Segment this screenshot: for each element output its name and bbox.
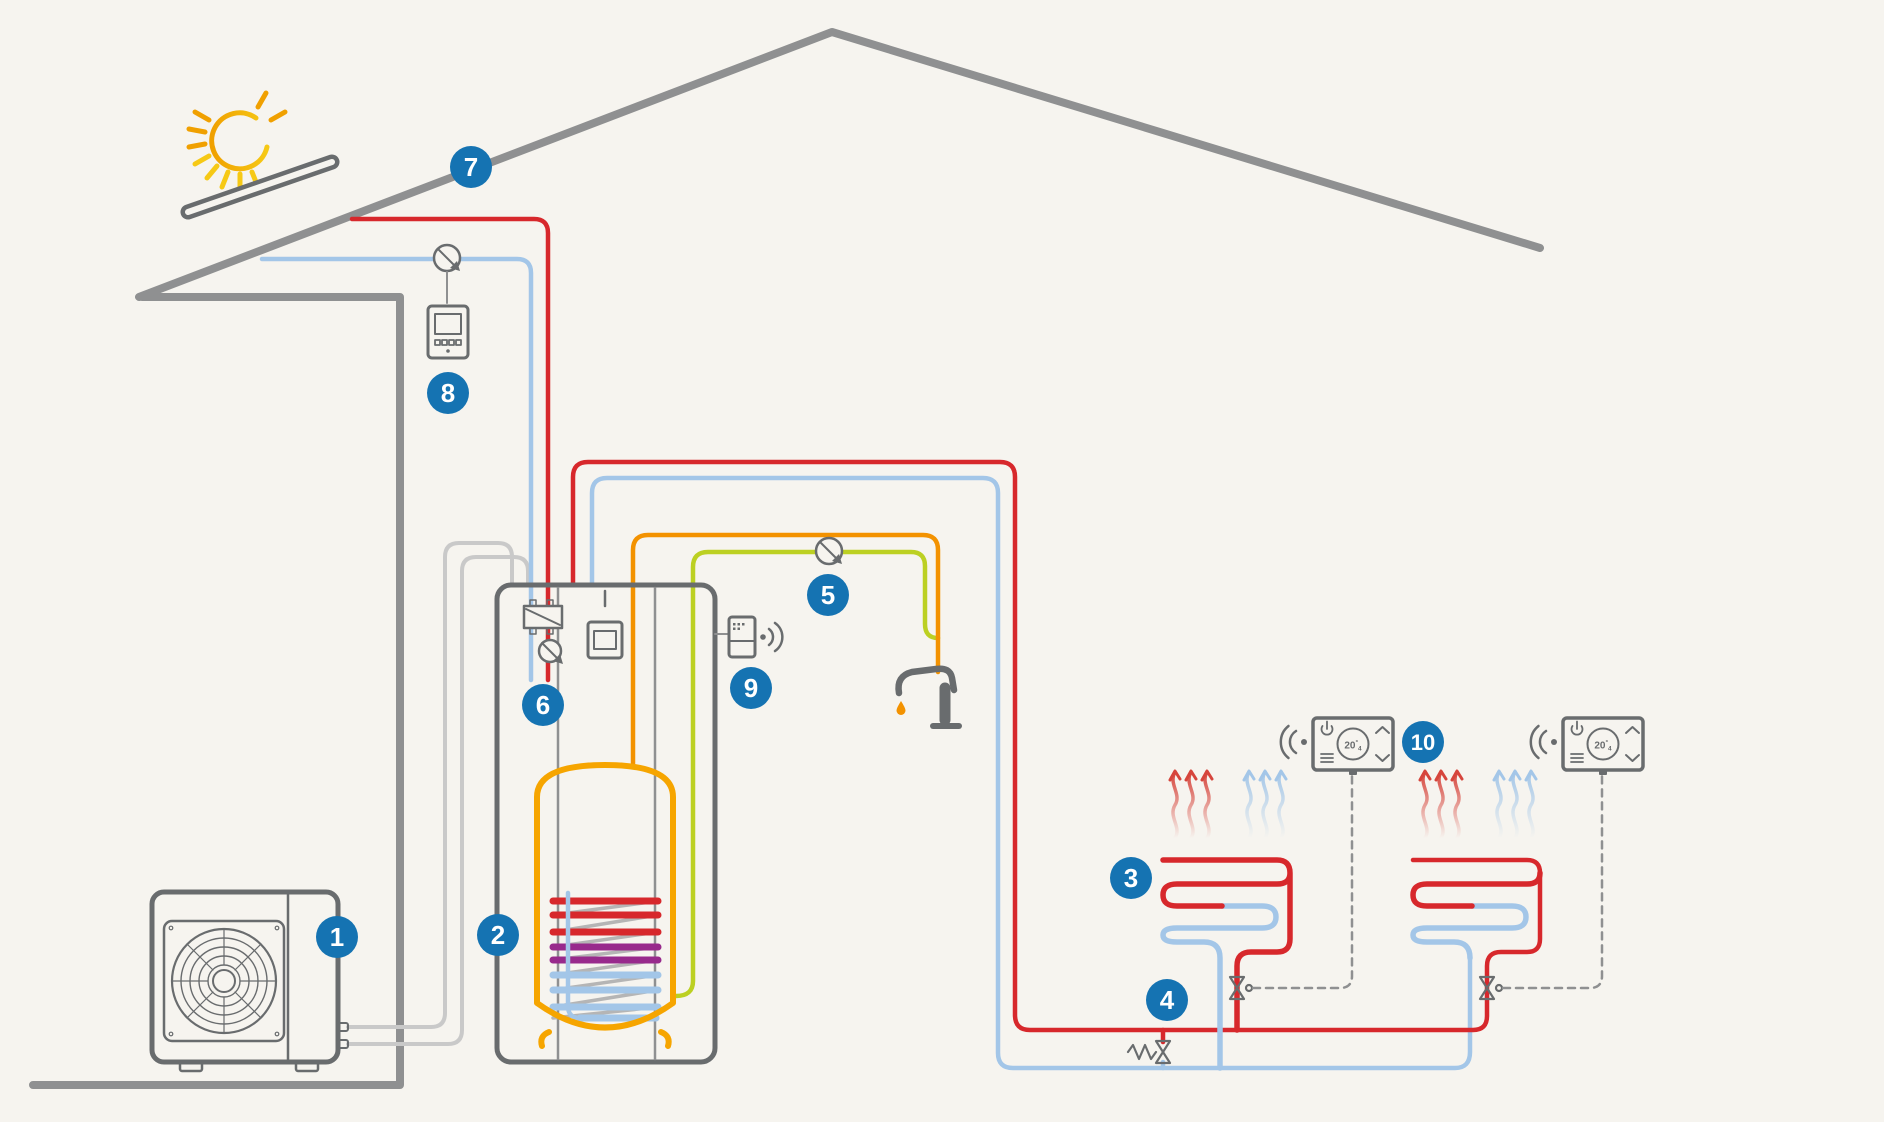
controller-screen xyxy=(434,313,462,335)
roof-line xyxy=(135,28,1544,301)
refrigerant-pipes xyxy=(346,541,530,1046)
unit-foot xyxy=(178,1060,204,1073)
wifi-icon xyxy=(1288,729,1298,755)
fan-icon xyxy=(170,927,278,1035)
badge-6[interactable]: 6 xyxy=(522,684,564,726)
svg-text:2: 2 xyxy=(491,920,505,950)
thermostat-wire-2 xyxy=(1501,774,1604,990)
badge-10[interactable]: 10 xyxy=(1402,721,1444,763)
pipe-stub xyxy=(337,1039,349,1049)
svg-text:5: 5 xyxy=(821,580,835,610)
solar-collector xyxy=(180,154,340,220)
dhw-tank xyxy=(534,762,676,1049)
badge-2[interactable]: 2 xyxy=(477,914,519,956)
thermostat-wire-1 xyxy=(1251,774,1354,990)
chevron-up-icon[interactable] xyxy=(1625,726,1640,734)
bypass-valve xyxy=(1126,1027,1172,1071)
badge-7[interactable]: 7 xyxy=(450,146,492,188)
heat-waves-circuit-2 xyxy=(1418,769,1538,840)
svg-text:1: 1 xyxy=(330,922,344,952)
menu-icon xyxy=(1570,753,1584,763)
indoor-unit-body xyxy=(494,582,718,1065)
badge-9[interactable]: 9 xyxy=(730,667,772,709)
mid-coil xyxy=(549,943,662,964)
wireless-module-icon xyxy=(727,615,784,659)
svg-text:8: 8 xyxy=(441,378,455,408)
power-icon xyxy=(1320,720,1334,736)
solar-loading-pump-icon xyxy=(537,638,563,664)
unit-display xyxy=(586,620,624,660)
badge-3[interactable]: 3 xyxy=(1110,857,1152,899)
dhw-circulation-pipe xyxy=(673,549,941,999)
zone-valve-1 xyxy=(1228,975,1254,1001)
svg-text:9: 9 xyxy=(744,673,758,703)
power-icon xyxy=(1570,720,1584,736)
cold-coil xyxy=(549,971,662,1022)
outdoor-unit xyxy=(149,889,349,1073)
spring-icon xyxy=(1126,1043,1158,1061)
svg-text:6: 6 xyxy=(536,690,550,720)
tank-outline xyxy=(534,762,676,1031)
badge-1[interactable]: 1 xyxy=(316,916,358,958)
svg-text:10: 10 xyxy=(1411,730,1435,755)
unit-foot xyxy=(294,1060,320,1073)
wifi-icon xyxy=(1538,729,1548,755)
tank-feet xyxy=(538,1029,672,1049)
heat-waves-circuit-1 xyxy=(1168,769,1288,840)
chevron-down-icon[interactable] xyxy=(1375,754,1390,762)
indoor-unit xyxy=(494,582,718,1065)
svg-text:7: 7 xyxy=(464,152,478,182)
badge-5[interactable]: 5 xyxy=(807,574,849,616)
temp-display: 20°4 xyxy=(1344,739,1362,753)
badge-4[interactable]: 4 xyxy=(1146,979,1188,1021)
wall-and-ground xyxy=(29,293,404,1089)
svg-text:4: 4 xyxy=(1160,985,1175,1015)
solar-return-pipe xyxy=(259,256,534,683)
fan-frame xyxy=(162,919,286,1043)
temp-dial xyxy=(1336,727,1370,761)
heat-exchanger-icon xyxy=(522,599,564,635)
solar-coil xyxy=(549,897,662,936)
tap-icon xyxy=(895,665,962,729)
tank-coils xyxy=(549,890,662,1022)
chevron-down-icon[interactable] xyxy=(1625,754,1640,762)
circulation-pump-icon xyxy=(814,536,844,566)
water-drop-icon xyxy=(896,701,906,715)
badge-8[interactable]: 8 xyxy=(427,372,469,414)
svg-text:3: 3 xyxy=(1124,863,1138,893)
zone-valve-2 xyxy=(1478,975,1504,1001)
temp-dial xyxy=(1586,727,1620,761)
solar-pump-icon xyxy=(432,243,462,273)
underfloor-circuit-2 xyxy=(1410,870,1543,961)
signal-dot xyxy=(760,634,766,640)
house-outline xyxy=(29,28,1544,1089)
solar-flow-pipe xyxy=(349,216,551,683)
underfloor-circuit-1 xyxy=(1160,857,1293,1071)
heating-flow-pipe xyxy=(570,459,1543,1033)
temp-display: 20°4 xyxy=(1594,739,1612,753)
pipe-stub xyxy=(337,1022,349,1032)
thermostat-1[interactable]: 20°4 xyxy=(1279,716,1395,775)
outdoor-unit-body xyxy=(149,889,341,1065)
heating-return-pipe xyxy=(589,475,1473,1071)
dhw-hot-water-pipe xyxy=(630,532,941,768)
thermostat-2[interactable]: 20°4 xyxy=(1529,716,1645,775)
menu-icon xyxy=(1320,753,1334,763)
solar-controller xyxy=(426,304,470,360)
chevron-up-icon[interactable] xyxy=(1375,726,1390,734)
